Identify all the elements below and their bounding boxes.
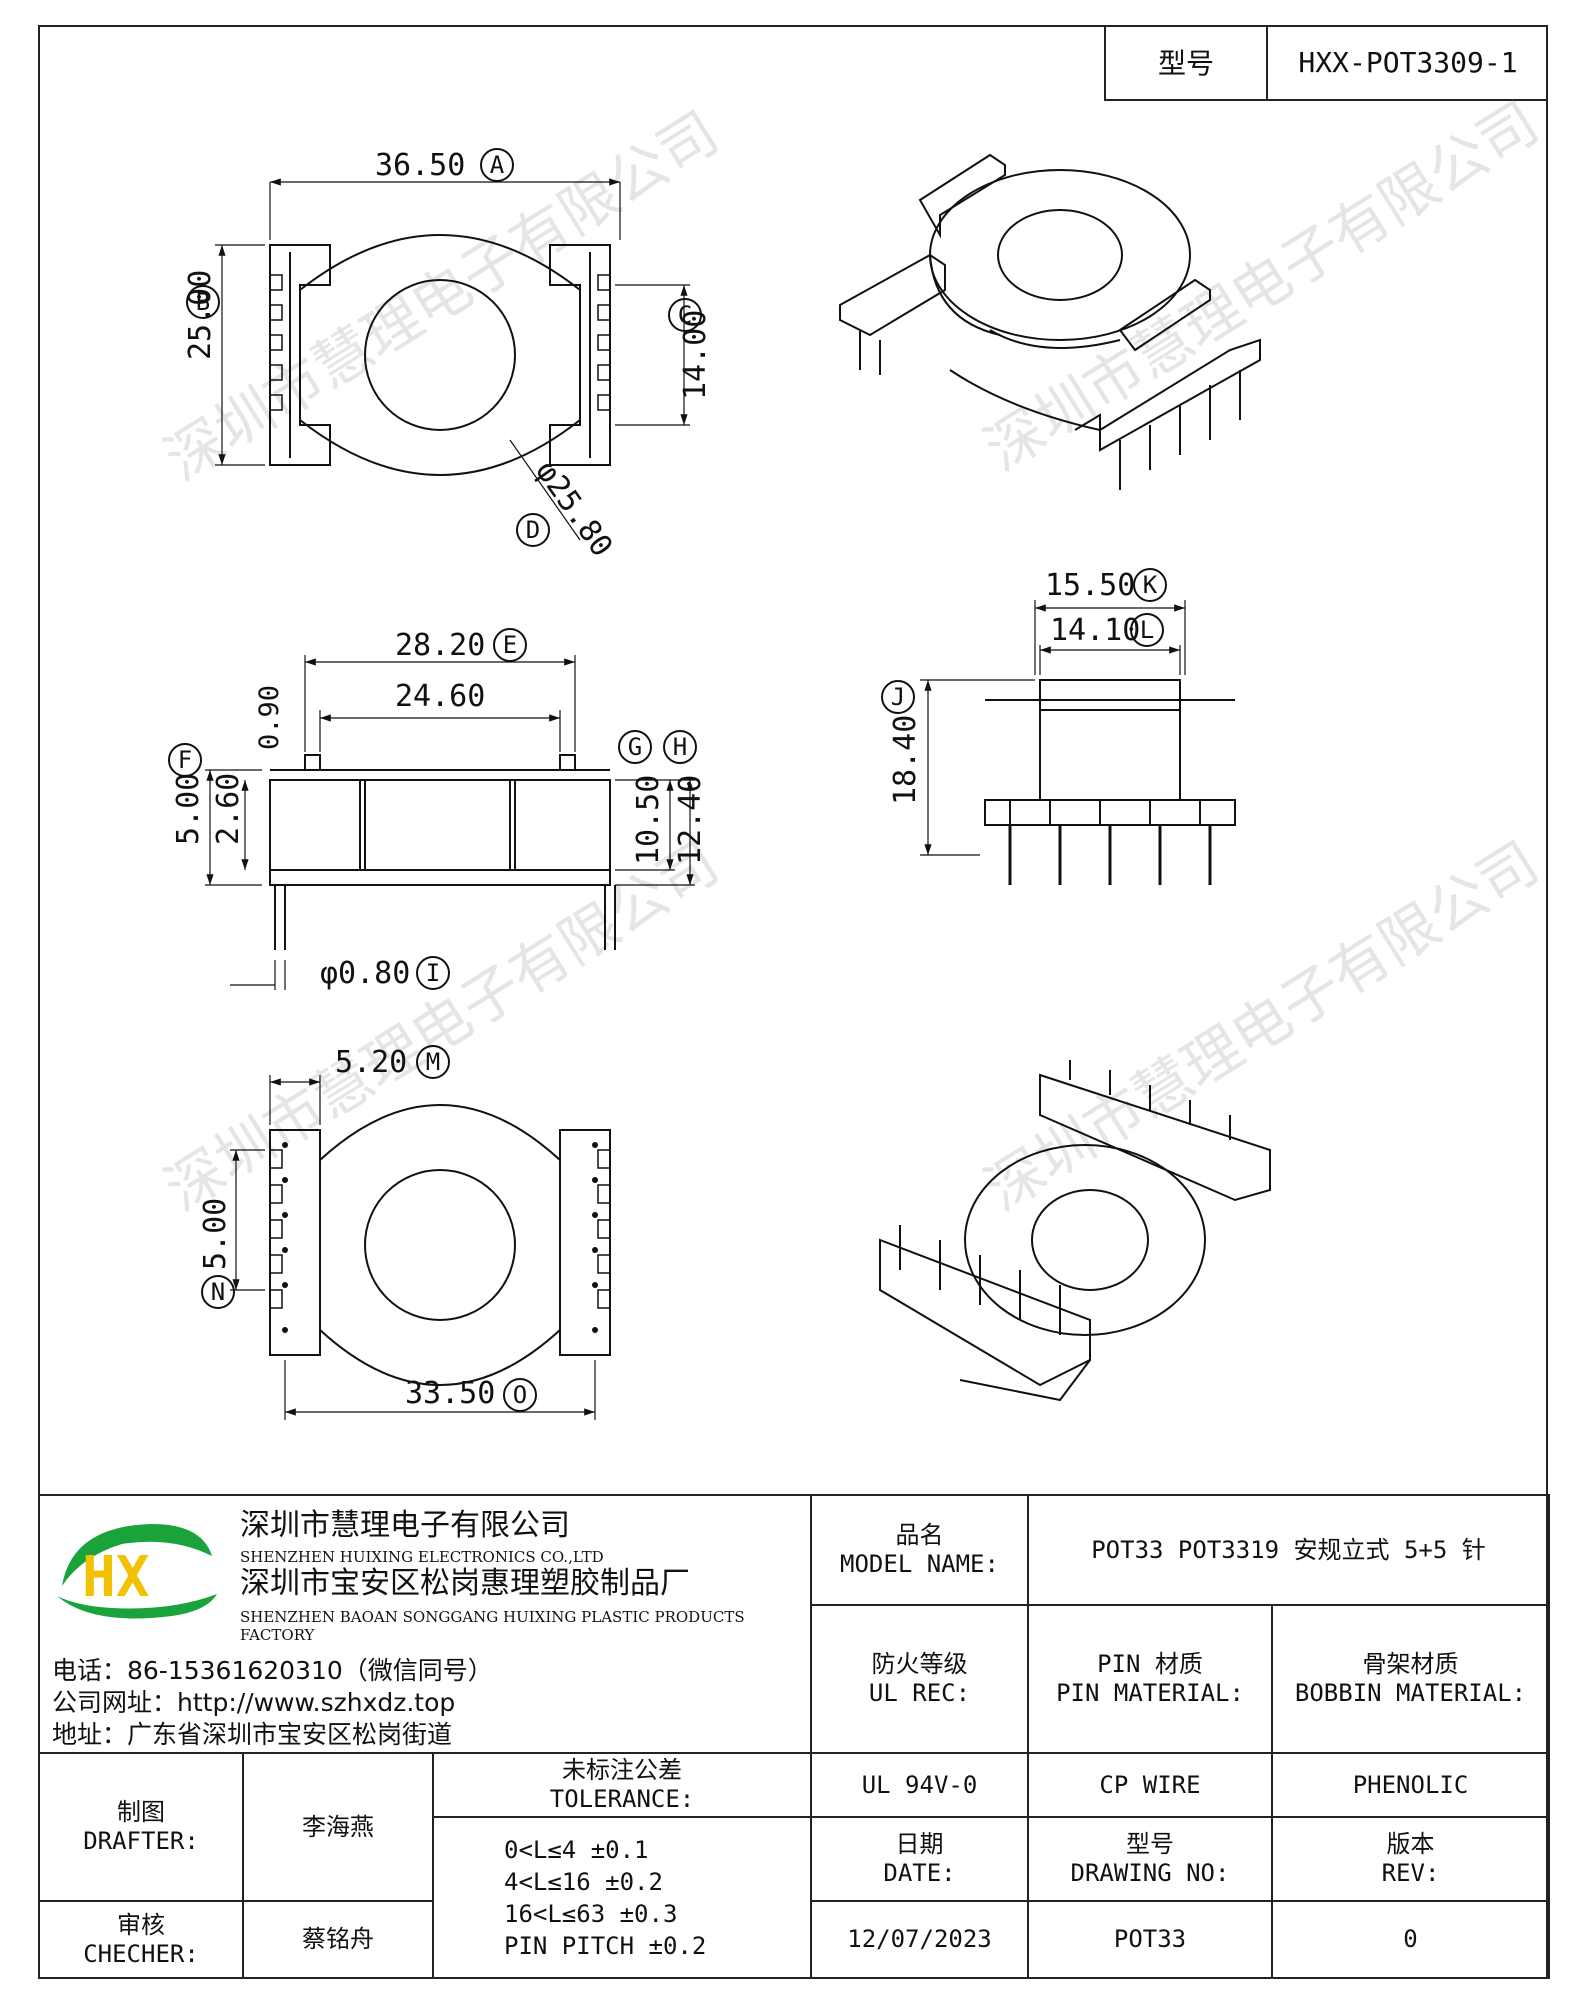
title-block: HX 深圳市慧理电子有限公司 SHENZHEN HUIXING ELECTRON… — [38, 1494, 1551, 1979]
company-name-en: SHENZHEN HUIXING ELECTRONICS CO.,LTD — [240, 1548, 604, 1566]
dim-l-text: 14.10 — [1050, 613, 1140, 648]
tolerance-values: 0<L≤4 ±0.1 4<L≤16 ±0.2 16<L≤63 ±0.3 PIN … — [432, 1816, 812, 1979]
front-view — [920, 600, 1236, 885]
dim-m-text: 5.20 — [335, 1045, 407, 1080]
bobbin-material-value: PHENOLIC — [1270, 1752, 1551, 1818]
company-website: 公司网址：http://www.szhxdz.top — [52, 1688, 456, 1717]
company-phone: 电话：86-15361620310（微信同号） — [52, 1656, 493, 1685]
model-name-label: 品名 MODEL NAME: — [810, 1494, 1029, 1606]
marker-b: B — [186, 285, 220, 319]
marker-a: A — [480, 148, 514, 182]
svg-text:A: A — [490, 151, 505, 179]
dim-j-text: 18.40 — [888, 715, 923, 805]
factory-name-en: SHENZHEN BAOAN SONGGANG HUIXING PLASTIC … — [240, 1608, 745, 1644]
pin-material-label: PIN 材质 PIN MATERIAL: — [1027, 1604, 1273, 1754]
drawing-frame — [38, 25, 1548, 1979]
tolerance-label: 未标注公差 TOLERANCE: — [432, 1752, 812, 1818]
model-number-value: HXX-POT3309-1 — [1298, 45, 1518, 79]
dim-e-text: 28.20 — [395, 628, 485, 663]
marker-m: M — [416, 1045, 450, 1079]
svg-text:L: L — [1140, 616, 1154, 644]
technical-drawing: 36.50 25.00 14.00 φ25.80 28.20 24.60 0.9… — [168, 148, 1271, 1420]
svg-text:F: F — [178, 746, 192, 774]
dim-g-h-outer-text: 12.40 — [673, 775, 708, 865]
svg-text:B: B — [196, 288, 210, 316]
dim-flange-t-text: 0.90 — [254, 685, 285, 750]
marker-c: C — [668, 298, 702, 332]
svg-text:K: K — [1143, 571, 1158, 599]
dim-g-h-inner-text: 10.50 — [631, 775, 666, 865]
model-number-label: 型号 — [1106, 25, 1268, 99]
drafter-label: 制图 DRAFTER: — [38, 1752, 244, 1902]
company-info: HX 深圳市慧理电子有限公司 SHENZHEN HUIXING ELECTRON… — [38, 1494, 812, 1754]
svg-text:N: N — [211, 1278, 225, 1306]
dim-inner-width-text: 24.60 — [395, 679, 485, 714]
marker-g: G — [618, 730, 652, 764]
svg-text:G: G — [628, 733, 642, 761]
dim-o-text: 33.50 — [405, 1376, 495, 1411]
svg-text:H: H — [673, 733, 687, 761]
rev-label: 版本 REV: — [1270, 1816, 1551, 1902]
marker-e: E — [493, 628, 527, 662]
bobbin-material-label: 骨架材质 BOBBIN MATERIAL: — [1270, 1604, 1551, 1754]
model-number-box: 型号 HXX-POT3309-1 — [1104, 25, 1548, 101]
dim-c-text: 14.00 — [678, 310, 713, 400]
marker-f: F — [168, 743, 202, 777]
svg-text:J: J — [891, 683, 905, 711]
marker-n: N — [201, 1275, 235, 1309]
dim-k-text: 15.50 — [1045, 568, 1135, 603]
svg-text:I: I — [426, 959, 440, 987]
fire-rating-value: UL 94V-0 — [810, 1752, 1029, 1818]
marker-i: I — [416, 956, 450, 990]
drawing-no-label: 型号 DRAWING NO: — [1027, 1816, 1273, 1902]
date-label: 日期 DATE: — [810, 1816, 1029, 1902]
svg-text:C: C — [678, 301, 692, 329]
rev-value: 0 — [1270, 1900, 1551, 1979]
marker-h: H — [663, 730, 697, 764]
svg-text:M: M — [426, 1048, 440, 1076]
svg-text:E: E — [503, 631, 517, 659]
top-view — [215, 178, 690, 541]
checker-label: 审核 CHECHER: — [38, 1900, 244, 1979]
factory-name-cn: 深圳市宝安区松岗惠理塑胶制品厂 — [240, 1566, 690, 1601]
marker-j: J — [881, 680, 915, 714]
dim-n-text: 5.00 — [198, 1198, 233, 1270]
svg-text:O: O — [513, 1381, 527, 1409]
bottom-view — [230, 1075, 611, 1420]
dim-i-text: φ0.80 — [320, 956, 410, 991]
dim-f-text: 5.00 — [171, 773, 206, 845]
model-name-value: POT33 POT3319 安规立式 5+5 针 — [1026, 1494, 1551, 1606]
dim-a-text: 36.50 — [375, 148, 465, 183]
company-address: 地址：广东省深圳市宝安区松岗街道 — [52, 1720, 453, 1749]
drawing-no-value: POT33 — [1027, 1900, 1273, 1979]
marker-d: D — [516, 513, 550, 547]
drafter-value: 李海燕 — [242, 1752, 434, 1902]
pin-material-value: CP WIRE — [1027, 1752, 1273, 1818]
isometric-view-bottom — [879, 1060, 1271, 1402]
company-logo: HX — [57, 1524, 217, 1619]
marker-k: K — [1133, 568, 1167, 602]
checker-value: 蔡铭舟 — [242, 1900, 434, 1979]
company-name-cn: 深圳市慧理电子有限公司 — [240, 1508, 570, 1543]
svg-text:HX: HX — [82, 1545, 149, 1610]
date-value: 12/07/2023 — [810, 1900, 1029, 1979]
marker-o: O — [503, 1378, 537, 1412]
fire-rating-label: 防火等级 UL REC: — [810, 1604, 1029, 1754]
side-view — [205, 655, 695, 990]
svg-text:D: D — [526, 516, 540, 544]
dim-flange-h-text: 2.60 — [211, 773, 246, 845]
dim-d-text: φ25.80 — [528, 455, 619, 564]
marker-l: L — [1130, 613, 1164, 647]
isometric-view-top — [839, 153, 1261, 490]
